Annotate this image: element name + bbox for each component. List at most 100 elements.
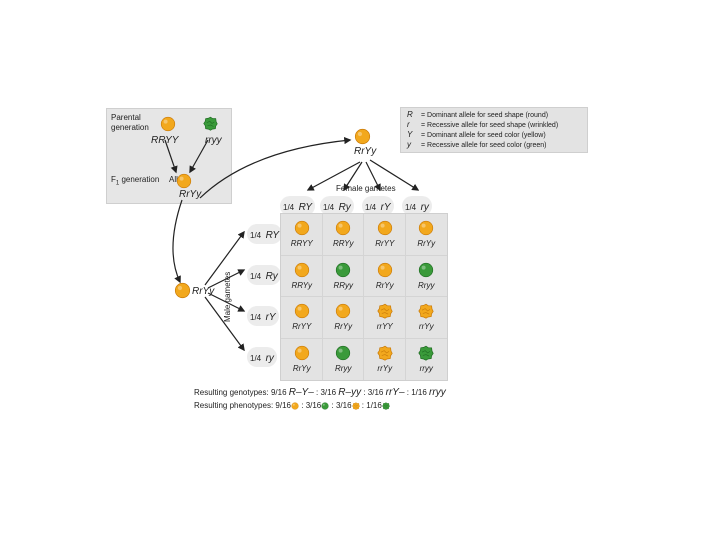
result-fraction: 3/16 — [367, 388, 384, 397]
gamete-fraction: 1/4 — [250, 313, 262, 322]
legend-text: = Recessive allele for seed shape (wrink… — [421, 122, 559, 129]
result-genotype: rryy — [429, 387, 446, 398]
punnett-genotype: rrYy — [377, 363, 393, 373]
arrow-male-gamete-3 — [207, 292, 246, 312]
gamete-fraction: 1/4 — [365, 203, 377, 212]
gamete-fraction: 1/4 — [283, 203, 295, 212]
punnett-genotype: RrYY — [292, 322, 312, 331]
phenotype-item: 3/16 — [336, 401, 360, 410]
result-fraction: 3/16 — [305, 401, 322, 410]
result-genotype: rrY– — [385, 387, 405, 398]
wrinkled-green-pea-icon — [203, 116, 218, 131]
legend-symbol: Y — [407, 130, 413, 139]
punnett-pea — [418, 345, 434, 366]
punnett-genotype: rrYY — [376, 322, 393, 331]
male-gamete: 1/4 Ry — [247, 265, 281, 285]
separator: : — [316, 388, 319, 397]
legend-row: r= Recessive allele for seed shape (wrin… — [407, 120, 558, 130]
punnett-cell: rrYy — [405, 297, 447, 339]
wrinkled-yellow-pea-icon — [377, 303, 393, 319]
arrow-male-gamete-2 — [207, 269, 246, 289]
punnett-pea — [335, 262, 351, 283]
wrinkled-yellow-pea-icon — [377, 345, 393, 361]
round-green-pea-icon — [336, 345, 351, 360]
legend-text: = Recessive allele for seed color (green… — [421, 142, 547, 149]
legend-row: y = Recessive allele for seed color (gree… — [407, 140, 546, 150]
phenotypes-label: Resulting phenotypes: — [194, 401, 274, 410]
male-gamete: 1/4 RY — [247, 224, 283, 244]
gamete-allele: Ry — [265, 271, 278, 282]
resulting-genotypes-row: Resulting genotypes: 9/16 R–Y– : 3/16 R–… — [194, 387, 446, 398]
wrinkled-yellow-pea-icon — [418, 303, 434, 319]
female-gamete: 1/4 RY — [280, 196, 316, 216]
punnett-pea — [377, 262, 393, 283]
punnett-genotype: RRyy — [333, 280, 354, 290]
arrow-male-gamete-4 — [204, 296, 245, 352]
punnett-cell: RrYy — [364, 255, 406, 297]
arrow-f1-to-female — [199, 136, 352, 199]
punnett-pea — [335, 345, 351, 366]
arrow-female-gamete-1 — [306, 161, 361, 191]
female-gametes-title: Female gametes — [336, 184, 396, 193]
punnett-pea — [377, 345, 393, 366]
f1-label-suffix: generation — [119, 175, 160, 184]
male-parent-genotype: RrYy — [192, 286, 215, 297]
parental-label-line2: generation — [111, 123, 149, 132]
punnett-cell: Rryy — [405, 256, 447, 297]
result-fraction: 3/16 — [320, 388, 337, 397]
punnett-genotype: RRYy — [332, 239, 354, 248]
female-gamete: 1/4 Ry — [320, 196, 354, 216]
female-parent-genotype: RrYy — [354, 146, 377, 157]
punnett-genotype: RrYY — [375, 239, 395, 248]
male-gamete: 1/4 rY — [247, 306, 279, 326]
gamete-allele: RY — [265, 230, 280, 241]
punnett-genotype: RrYy — [375, 280, 394, 290]
round-green-pea-icon — [419, 262, 434, 277]
punnett-genotype: RrYy — [417, 239, 436, 248]
separator: : — [331, 401, 334, 410]
gamete-fraction: 1/4 — [250, 354, 262, 363]
round-yellow-pea-icon — [419, 220, 434, 236]
round-green-pea-icon — [321, 402, 329, 410]
legend-text: = Dominant allele for seed color (yellow… — [421, 132, 546, 139]
allele-legend: R= Dominant allele for seed shape (round… — [400, 107, 588, 153]
phenotype-item: 1/16 — [366, 401, 390, 410]
punnett-genotype: RRYY — [290, 239, 313, 248]
punnett-cell: RRYy — [281, 255, 323, 297]
punnett-cell: RrYy — [405, 214, 447, 256]
arrow-p2-to-f1 — [189, 139, 209, 174]
result-fraction: 9/16 — [270, 388, 287, 397]
legend-row: Y = Dominant allele for seed color (yello… — [407, 130, 546, 140]
round-yellow-pea-icon — [294, 345, 309, 360]
gamete-allele: Ry — [338, 202, 351, 213]
punnett-pea — [294, 345, 310, 366]
punnett-pea — [418, 262, 434, 283]
punnett-cell: RrYy — [281, 338, 323, 380]
legend-symbol: y — [407, 140, 411, 149]
wrinkled-green-pea-icon — [382, 402, 390, 410]
punnett-pea — [294, 220, 310, 241]
punnett-cell: RRYy — [322, 214, 364, 256]
male-parent-pea — [174, 282, 191, 304]
f1-label-sub: 1 — [115, 180, 120, 187]
gamete-fraction: 1/4 — [250, 272, 262, 281]
punnett-pea — [335, 220, 351, 241]
round-yellow-pea-icon — [291, 402, 299, 410]
legend-text: = Dominant allele for seed shape (round) — [421, 112, 549, 119]
parent2-pea — [203, 116, 218, 136]
genotypes-label: Resulting genotypes: — [194, 388, 269, 397]
result-genotype: R–Y– — [288, 387, 314, 398]
punnett-pea — [335, 303, 351, 324]
punnett-pea — [294, 303, 310, 324]
arrow-p1-to-f1 — [164, 139, 178, 174]
resulting-phenotypes-row: Resulting phenotypes: 9/16 : 3/16 : 3/16… — [194, 401, 390, 410]
punnett-cell: RrYY — [281, 297, 323, 339]
round-yellow-pea-icon — [354, 128, 371, 145]
gamete-fraction: 1/4 — [405, 203, 417, 212]
round-yellow-pea-icon — [377, 220, 392, 236]
gamete-allele: ry — [265, 353, 274, 364]
parental-label-line1: Parental — [111, 113, 141, 122]
gamete-fraction: 1/4 — [250, 231, 262, 240]
round-yellow-pea-icon — [336, 303, 351, 319]
